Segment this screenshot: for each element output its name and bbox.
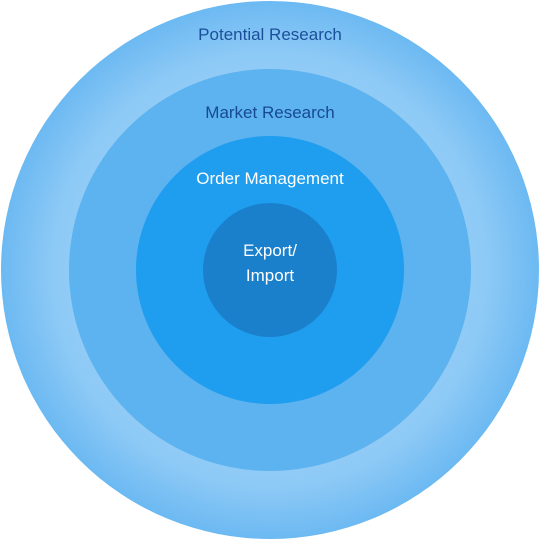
label-export-import: Export/ Import <box>200 238 340 288</box>
label-market-research: Market Research <box>205 103 335 122</box>
ring-export-import <box>203 203 337 337</box>
label-order-management: Order Management <box>196 169 344 188</box>
label-potential-research: Potential Research <box>198 25 342 44</box>
label-export-line: Export/ <box>243 241 297 260</box>
label-import-line: Import <box>245 266 295 285</box>
